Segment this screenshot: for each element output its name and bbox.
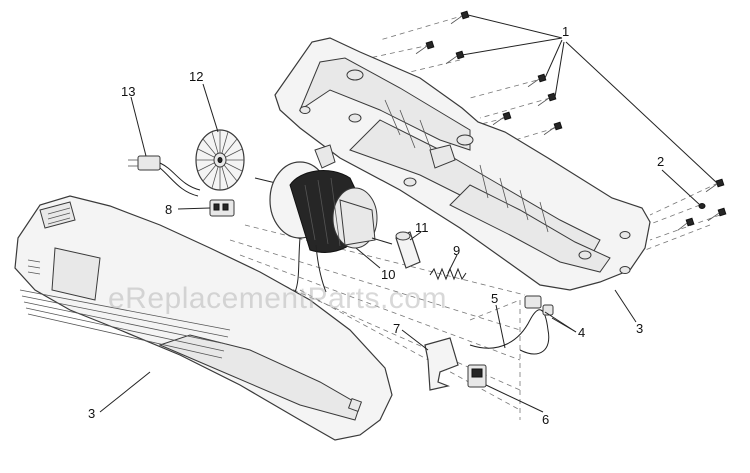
wire-harness [469,295,554,355]
watermark-text: eReplacementParts.com [108,282,447,315]
upper-housing-half [274,37,651,291]
terminal-block [209,199,235,217]
callout-3-upper-housing: 3 [636,321,643,336]
lower-housing-half [14,195,393,441]
callout-8: 8 [165,202,172,217]
callout-2: 2 [657,154,664,169]
callout-1: 1 [562,24,569,39]
callout-10: 10 [381,267,395,282]
callout-11: 11 [415,220,429,235]
callout-5: 5 [491,291,498,306]
cooling-fan [195,129,245,191]
callout-13: 13 [121,84,135,99]
spring [429,267,467,281]
callout-6: 6 [542,412,549,427]
callout-labels: 1 2 3 3 4 5 6 7 8 9 10 11 12 13 [88,24,664,427]
callout-4: 4 [578,325,585,340]
power-plug-cord [128,155,201,197]
rocker-switch [467,364,487,388]
callout-12: 12 [189,69,203,84]
washers [677,203,706,231]
motor-assembly [254,161,393,293]
callout-9: 9 [453,243,460,258]
switch-bracket [424,337,459,391]
bushing [395,231,421,269]
callout-leader-lines [99,14,718,413]
callout-3-lower-housing: 3 [88,406,95,421]
callout-7: 7 [393,321,400,336]
